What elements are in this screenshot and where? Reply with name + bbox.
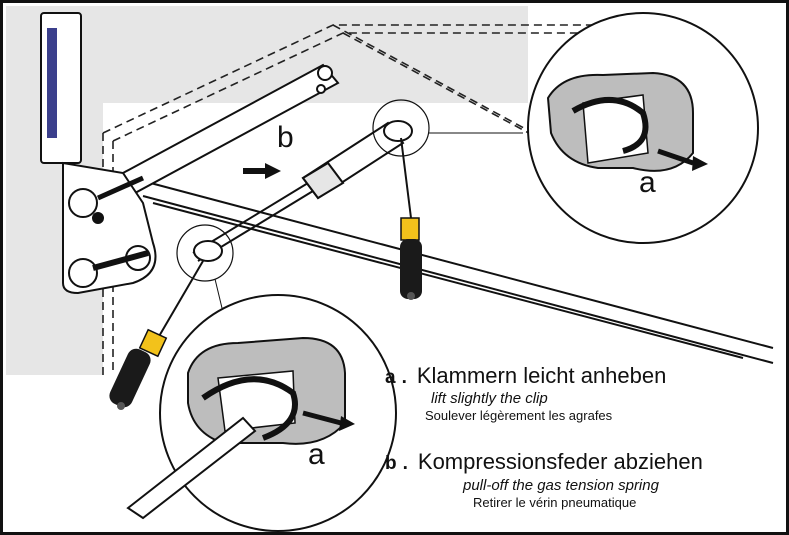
illustration [6, 6, 774, 532]
detail-label-a-left: a [308, 438, 325, 471]
detail-marker-bottom [176, 224, 234, 282]
step-b-key: b [385, 453, 397, 474]
step-a-text-en: lift slightly the clip [431, 390, 548, 407]
step-b-header: b. Kompressionsfeder abziehen [385, 449, 703, 475]
step-a-separator: . [401, 367, 407, 388]
detail-label-a-right: a [639, 166, 656, 199]
arrow-label-b: b [277, 121, 294, 154]
gas-spring-icon [192, 120, 413, 262]
screwdriver-icon [400, 137, 422, 300]
step-a-header: a. Klammern leicht anheben [385, 363, 666, 389]
step-a-text-fr: Soulever légèrement les agrafes [425, 408, 613, 423]
screwdriver-icon [109, 260, 204, 410]
pull-arrow-icon [339, 416, 355, 431]
cabinet-wall-panel [6, 6, 528, 375]
pull-arrow-icon [243, 163, 281, 179]
step-a-key: a [385, 367, 396, 388]
detail-circle-left [126, 294, 397, 532]
screwdriver-blade [126, 416, 257, 520]
step-a-text-de: Klammern leicht anheben [416, 363, 667, 388]
detail-circle-right [527, 12, 759, 244]
pull-arrow-icon [692, 156, 708, 171]
step-b-text-en: pull-off the gas tension spring [463, 477, 659, 494]
detail-marker-top [372, 99, 430, 157]
lift-hinge-mechanism-icon [40, 12, 340, 295]
step-b-separator: . [402, 453, 408, 474]
step-b-text-de: Kompressionsfeder abziehen [417, 449, 703, 474]
step-b-text-fr: Retirer le vérin pneumatique [473, 495, 637, 510]
